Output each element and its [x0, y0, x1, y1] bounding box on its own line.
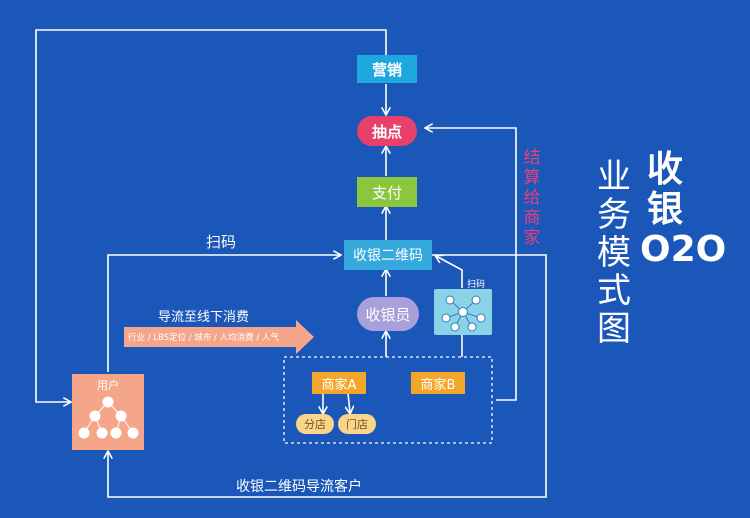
marketing-loop-line — [35, 29, 387, 402]
user-label: 用户 — [97, 379, 119, 392]
cashier-node: 收银员 — [357, 297, 419, 331]
title-main: 收银 O2O — [640, 149, 727, 270]
attributes-label: 行业 / LBS定位 / 城市 / 人均消费 / 人气 — [128, 333, 279, 343]
merchant-b-node: 商家B — [411, 372, 465, 394]
settle-to-merchant-label: 结算给商家 — [523, 148, 541, 248]
merchants-region — [283, 356, 493, 444]
guide-customers-label: 收银二维码导流客户 — [236, 479, 362, 495]
user-network-icon — [78, 396, 139, 439]
guide-customers-line — [108, 254, 547, 498]
qr-network-icon — [441, 295, 486, 332]
shop-store-node: 门店 — [338, 414, 376, 434]
branch-store-node: 分店 — [296, 414, 334, 434]
cashier-qr-node: 收银二维码 — [344, 240, 432, 270]
user-scan-line — [107, 255, 340, 372]
merchant-a-to-shop-line — [348, 392, 350, 413]
qr-panel-line — [436, 256, 463, 288]
payment-node: 支付 — [357, 177, 417, 207]
scan-label: 扫码 — [206, 233, 237, 251]
merchant-a-node: 商家A — [312, 372, 366, 394]
lottery-node: 抽点 — [357, 116, 417, 146]
guide-offline-arrow — [124, 320, 314, 354]
title-sub: 业务模式图 — [597, 157, 631, 349]
scan-small-label: 扫码 — [467, 280, 486, 290]
marketing-node: 营销 — [357, 55, 417, 83]
guide-offline-label: 导流至线下消费 — [158, 310, 250, 325]
settlement-line — [426, 128, 517, 401]
